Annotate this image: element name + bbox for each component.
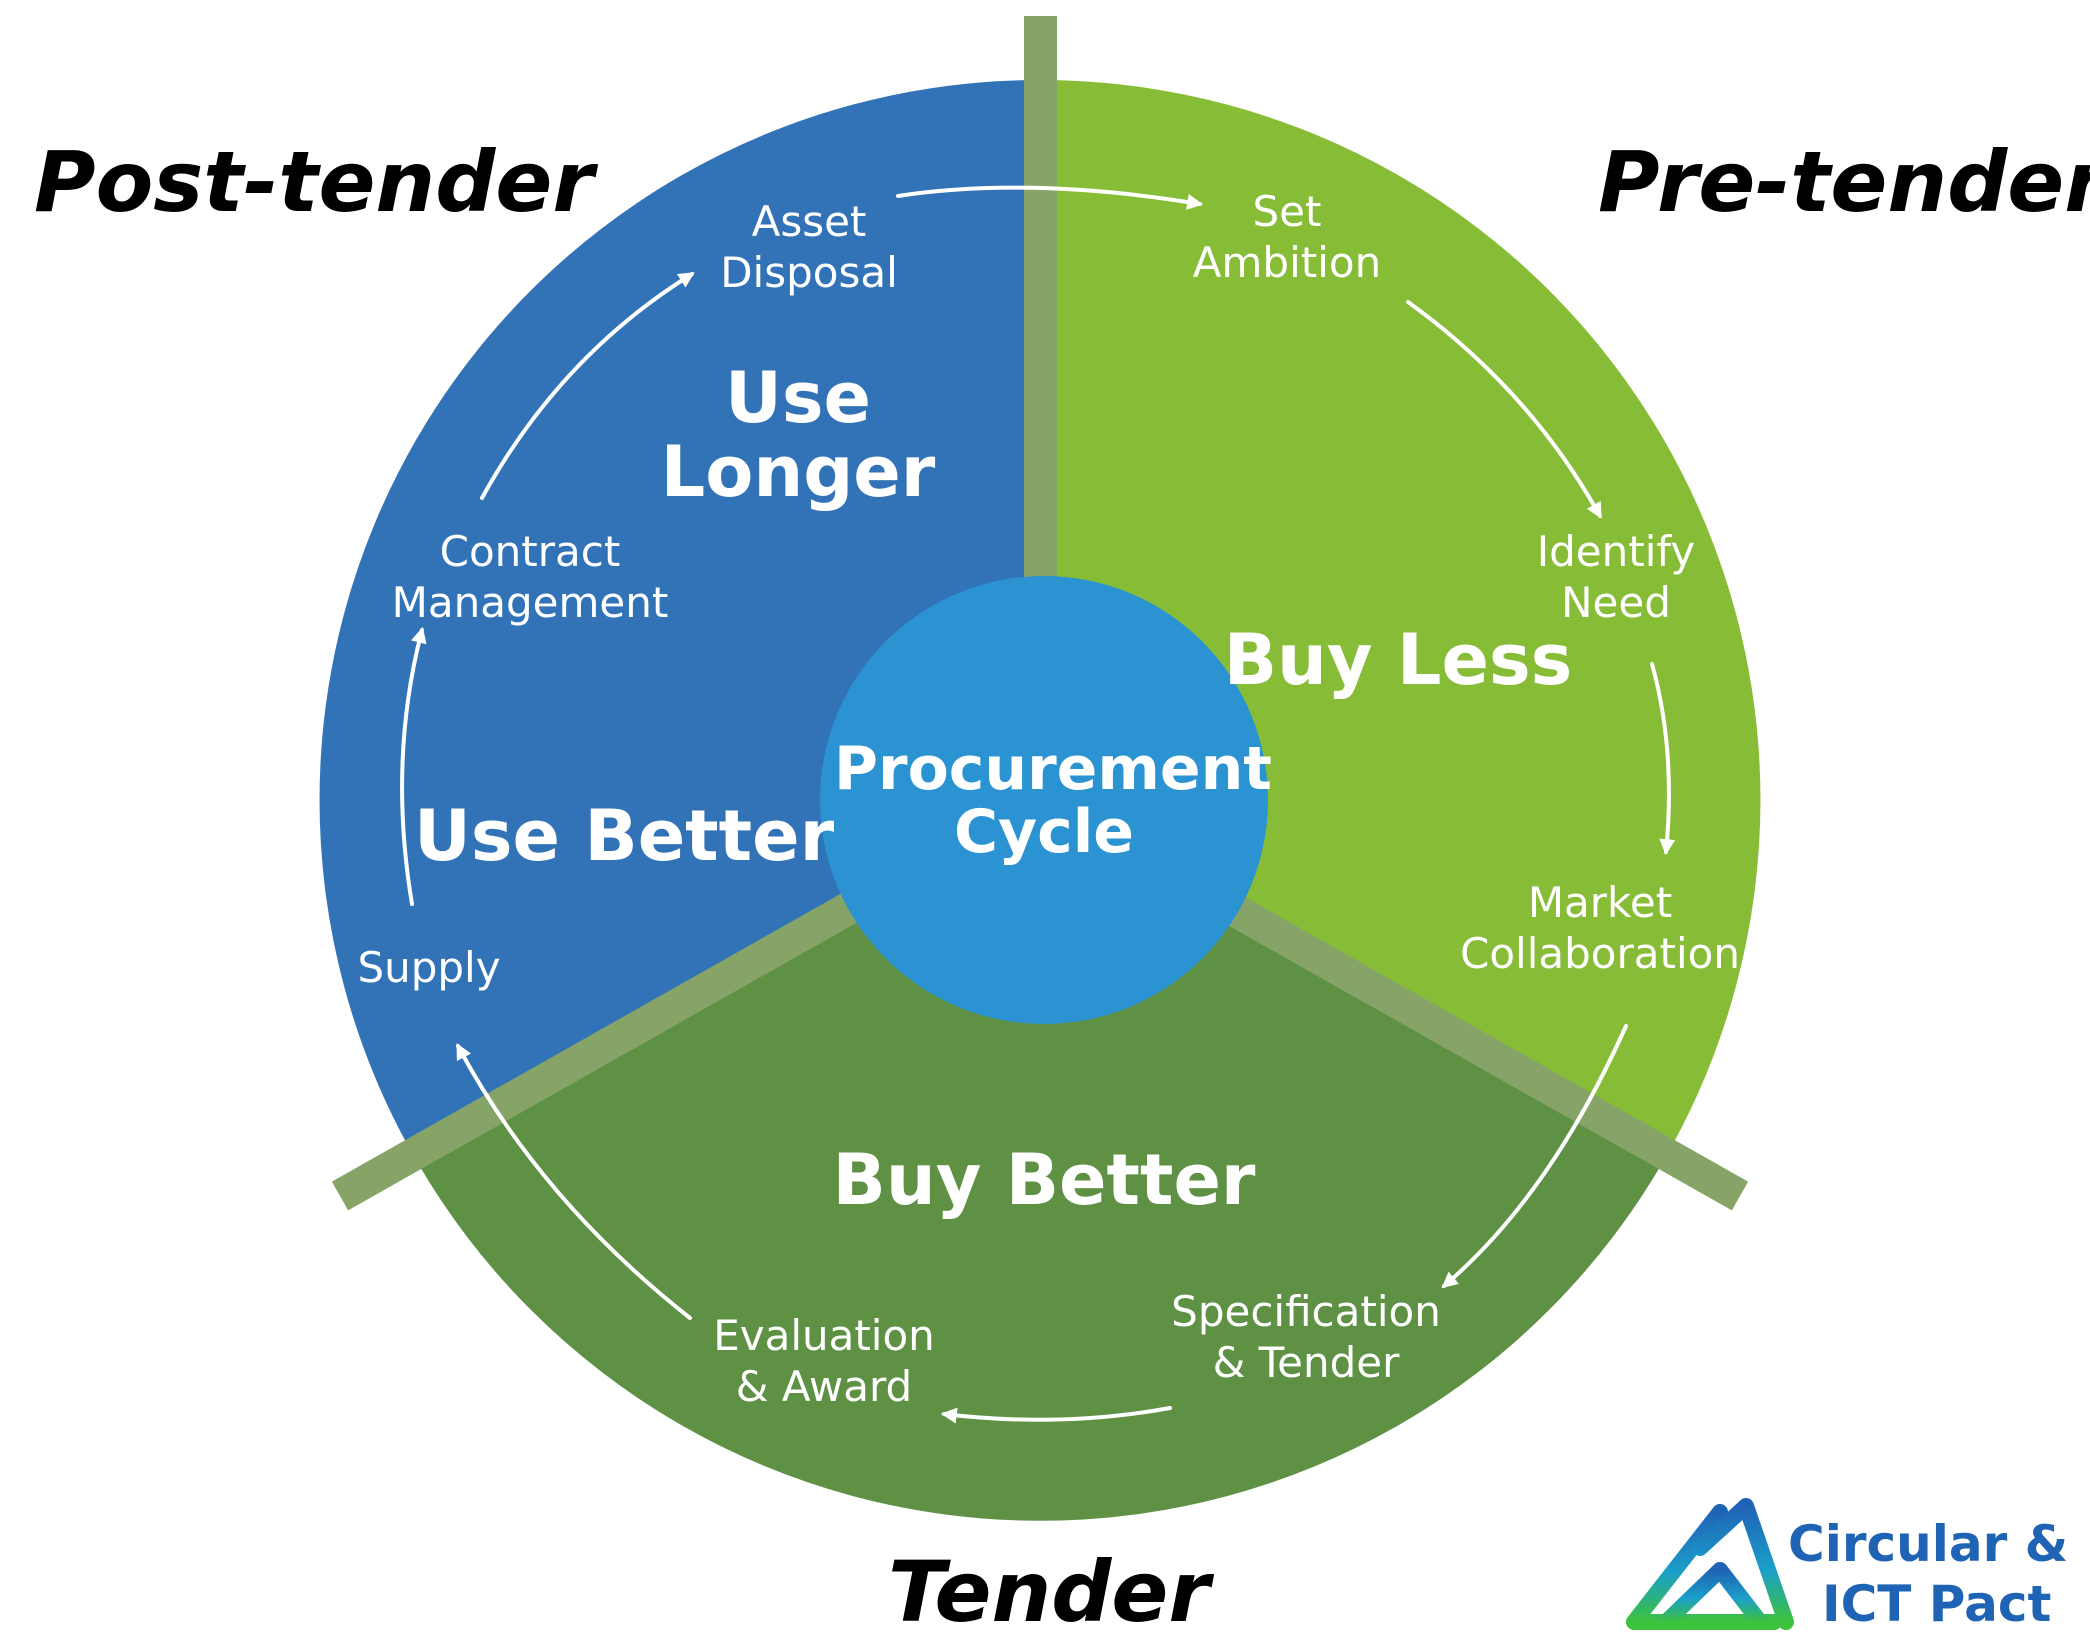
logo-text-line1: Circular & Fa [1788,1515,2090,1573]
arrow-asset-disposal-to-set-ambition [896,185,1204,210]
arrow-evaluation-to-supply [456,1043,692,1320]
region-label-use-longer-line1: Use [725,357,871,439]
region-label-use-longer-line2: Longer [660,430,936,513]
logo-text: Circular & Fa ICT Pact [1788,1514,2090,1634]
step-contract-management-line2: Management [391,578,669,628]
step-asset-disposal-line1: Asset [751,197,867,246]
step-asset-disposal-line2: Disposal [720,248,898,298]
step-evaluation-award-line2: & Award [735,1362,913,1412]
step-market-collaboration: Market Collaboration [1420,877,1780,979]
step-market-collaboration-line1: Market [1527,878,1673,927]
step-identify-need-line2: Need [1561,578,1671,628]
region-label-use-longer: Use Longer [598,357,998,513]
region-label-buy-less: Buy Less [1223,619,1573,701]
cycle-arrows [400,185,1676,1424]
step-identify-need-line1: Identify [1536,527,1696,576]
step-specification-tender: Specification & Tender [1126,1286,1486,1388]
step-specification-tender-line2: & Tender [1212,1338,1400,1388]
arrow-market-collaboration-to-specification [1441,1024,1628,1289]
logo-text-line2: ICT Pact [1822,1575,2052,1633]
step-set-ambition-line1: Set [1252,187,1322,236]
step-contract-management-line1: Contract [439,527,621,576]
step-supply: Supply [329,942,529,993]
step-asset-disposal: Asset Disposal [659,196,959,298]
step-evaluation-award: Evaluation & Award [664,1310,984,1412]
step-set-ambition: Set Ambition [1137,186,1437,288]
region-label-buy-better: Buy Better [832,1139,1256,1221]
step-supply-line1: Supply [357,943,501,992]
step-market-collaboration-line2: Collaboration [1460,929,1740,979]
step-specification-tender-line1: Specification [1171,1287,1441,1336]
center-label-line2: Cycle [954,797,1134,867]
phase-label-post-tender: Post-tender [34,133,594,231]
arrow-contract-management-to-asset-disposal [480,272,695,500]
arrow-supply-to-contract-management [400,626,427,906]
region-label-use-better: Use Better [414,795,835,877]
arrow-identify-need-to-market-collaboration [1650,662,1676,856]
center-circle [820,576,1268,1024]
arrow-set-ambition-to-identify-need [1406,300,1602,519]
arrow-specification-to-evaluation [940,1406,1172,1424]
phase-label-pre-tender: Pre-tender [1598,133,2090,231]
step-identify-need: Identify Need [1466,526,1766,628]
center-label: Procurement Cycle [834,734,1272,867]
step-set-ambition-line2: Ambition [1192,238,1382,288]
center-label-line1: Procurement [834,734,1272,804]
step-contract-management: Contract Management [370,526,690,628]
step-evaluation-award-line1: Evaluation [713,1311,935,1360]
triangle-logo-icon [1626,1498,1794,1630]
phase-label-tender: Tender [888,1543,1210,1641]
